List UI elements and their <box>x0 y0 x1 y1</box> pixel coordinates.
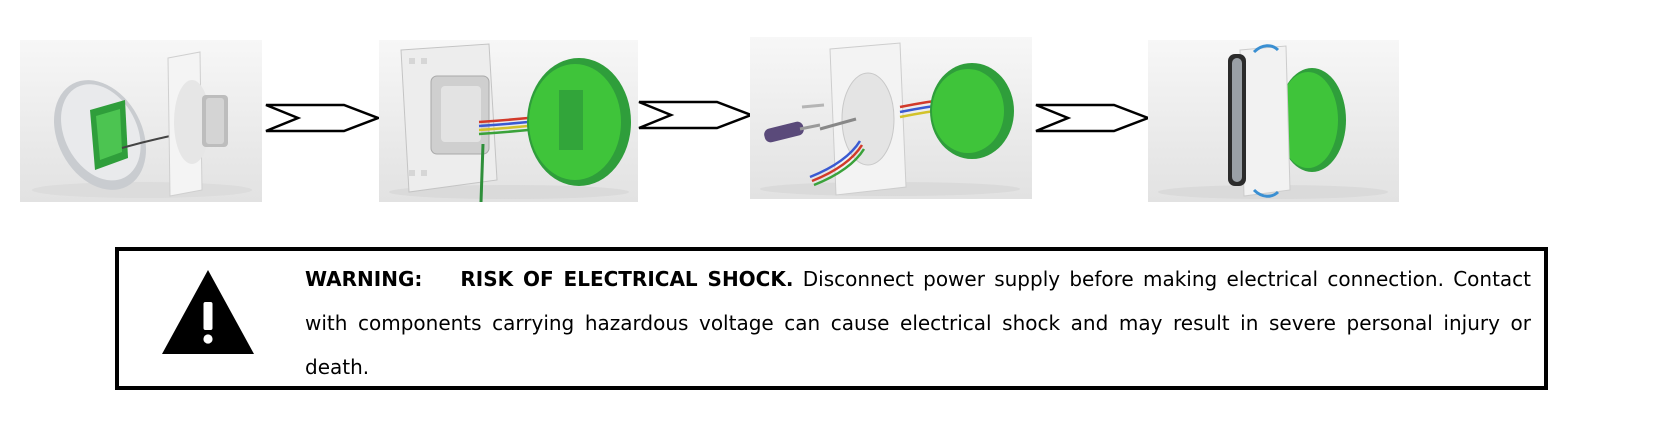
thermostat-back-plate-and-wall-box-image <box>389 43 631 202</box>
step-2-image <box>379 40 638 202</box>
warning-body: Disconnect power supply before making el… <box>305 267 1532 379</box>
mounting-plate-screwdriver-wiring-image <box>760 42 1020 196</box>
warning-text: WARNING: RISK OF ELECTRICAL SHOCK. Discon… <box>305 257 1531 389</box>
warning-box: WARNING: RISK OF ELECTRICAL SHOCK. Discon… <box>115 247 1548 390</box>
warning-triangle-icon <box>160 268 256 356</box>
step-4-image <box>1148 40 1399 202</box>
warning-label: WARNING: <box>305 267 423 291</box>
thermostat-front-panel-with-cable-image <box>32 51 252 198</box>
step-3-image <box>750 37 1032 199</box>
step-1-image <box>20 40 262 202</box>
arrow-right-icon <box>264 103 380 133</box>
warning-heading: RISK OF ELECTRICAL SHOCK. <box>460 267 794 291</box>
arrow-right-icon <box>1034 103 1150 133</box>
thermostat-attached-to-wall-box-image <box>1158 44 1388 199</box>
arrow-right-icon <box>637 100 753 130</box>
